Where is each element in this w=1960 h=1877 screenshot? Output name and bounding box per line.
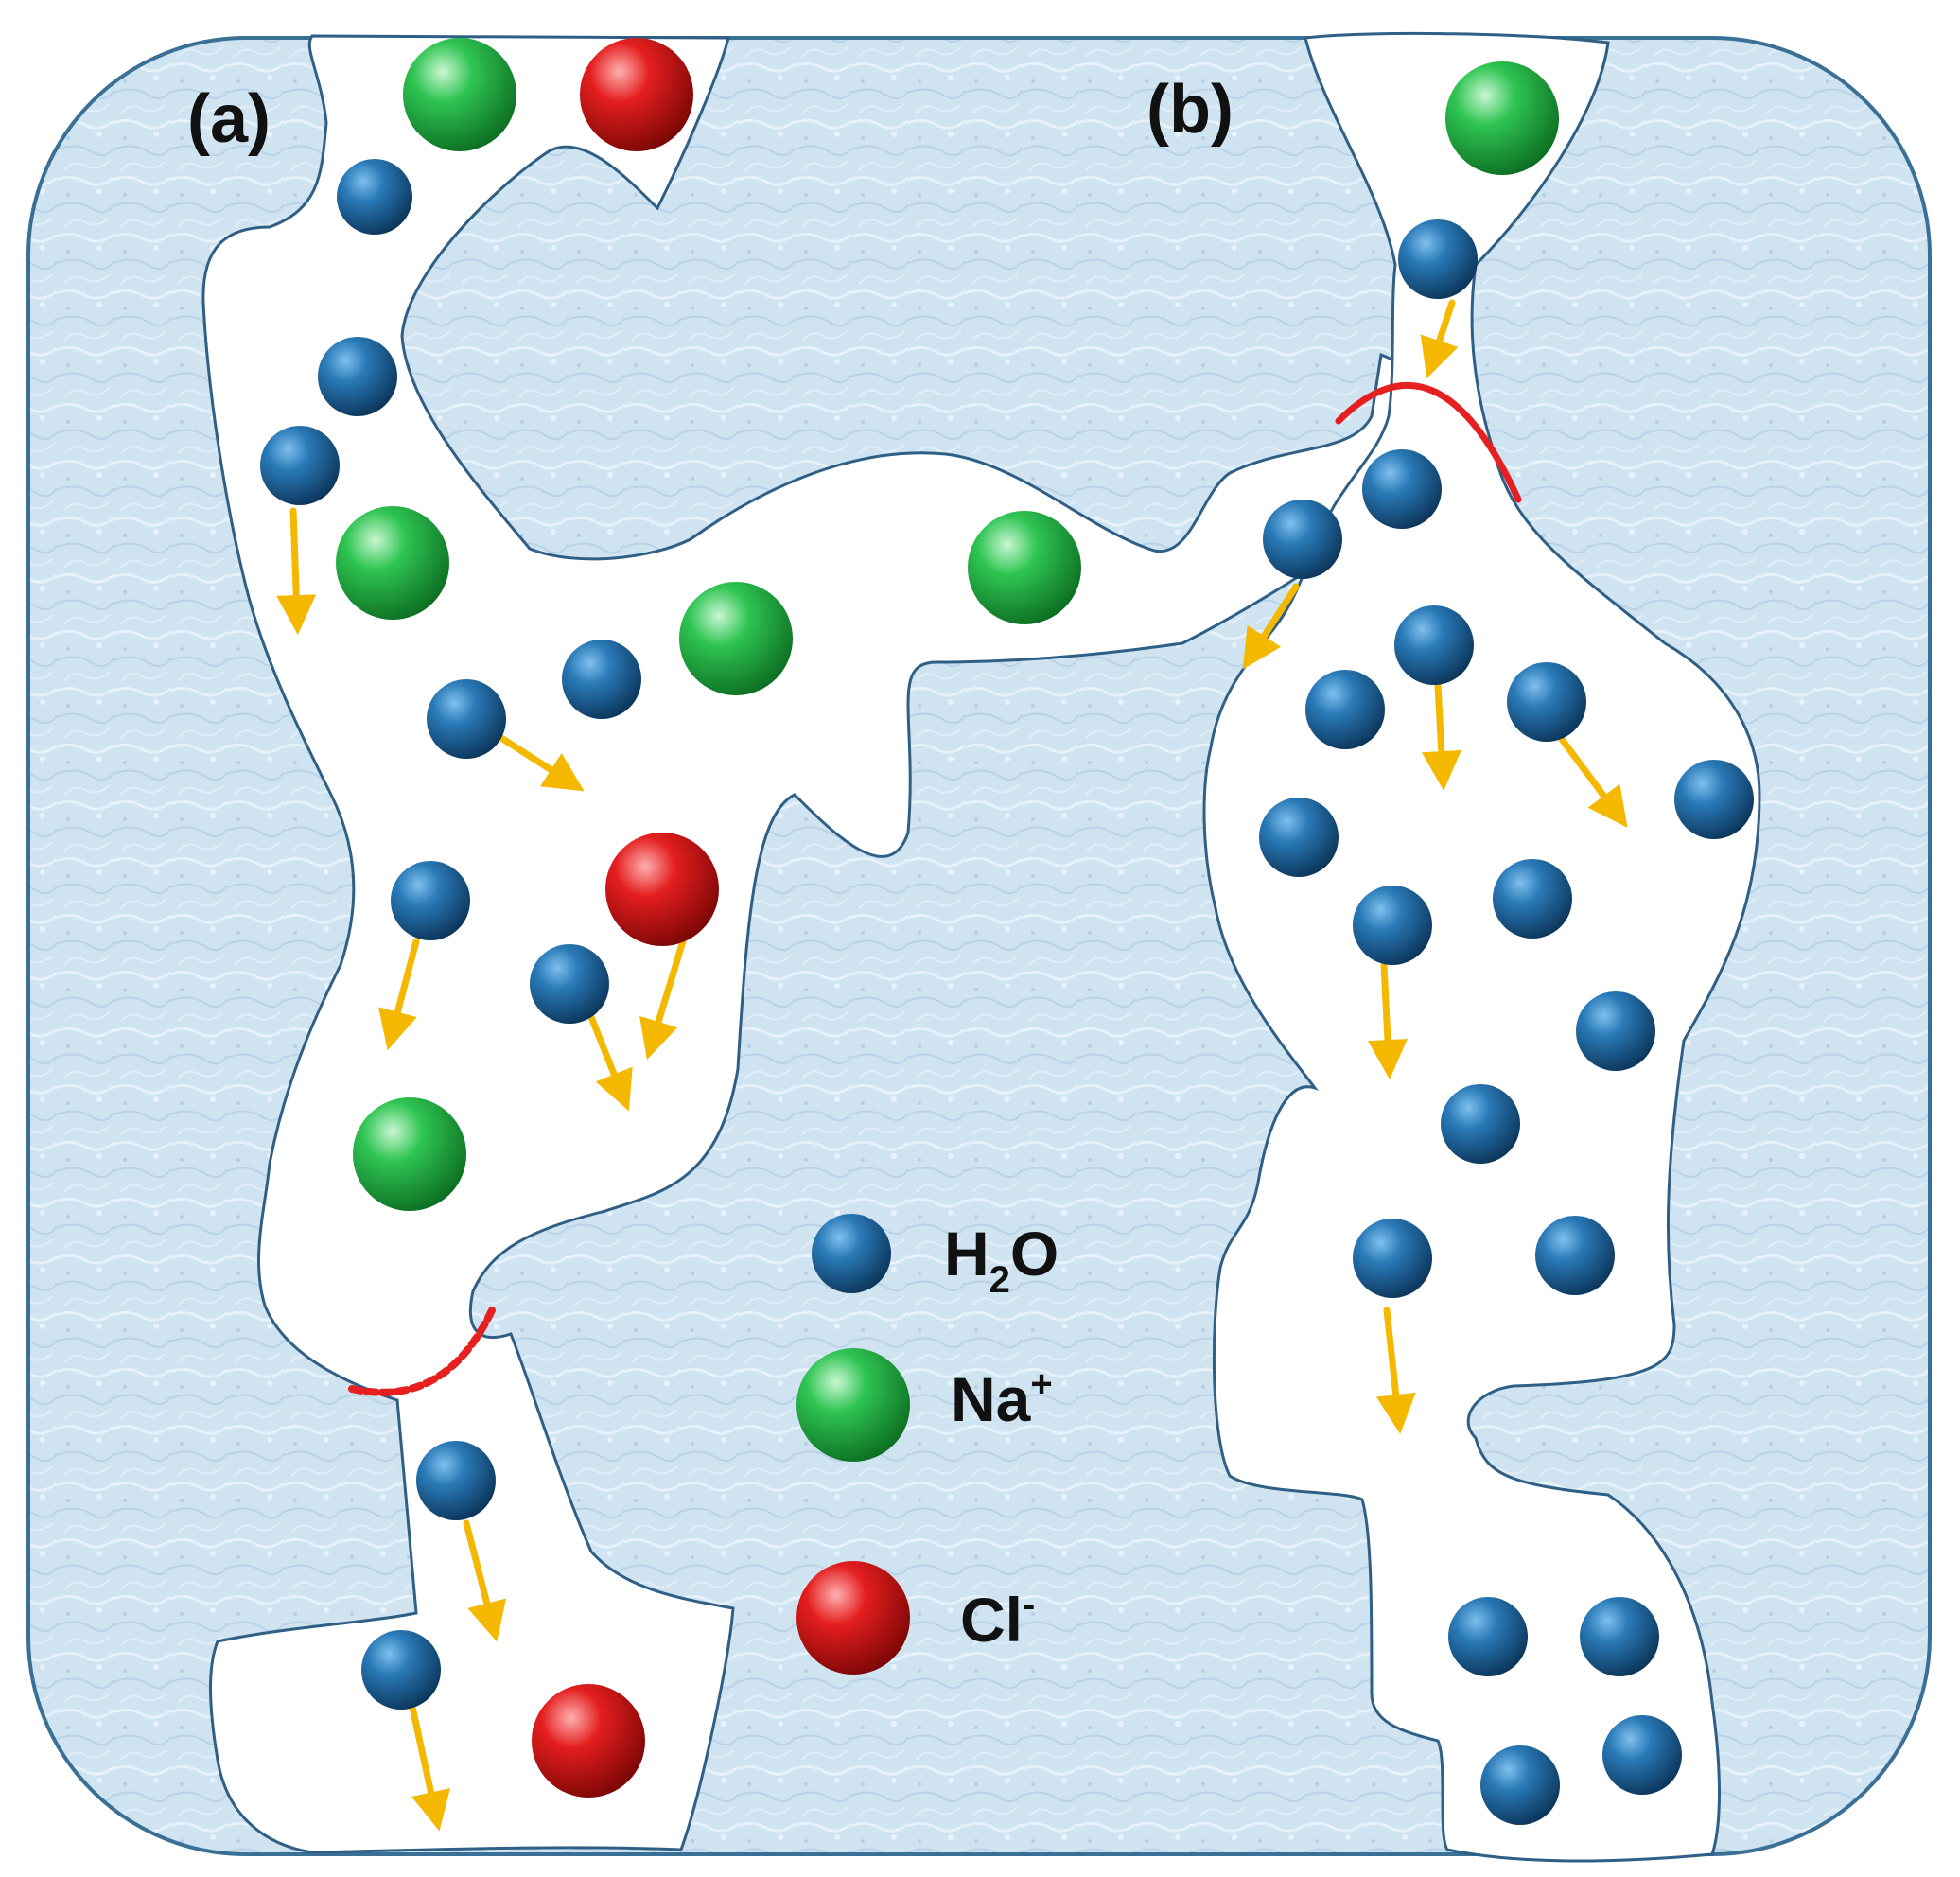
sodium-ion	[1445, 61, 1559, 175]
water-molecule	[1580, 1597, 1659, 1676]
water-molecule	[260, 426, 340, 505]
water-molecules	[260, 159, 1754, 1825]
water-molecule	[1602, 1715, 1682, 1795]
legend-water-swatch	[812, 1214, 891, 1293]
arrow-a3	[378, 938, 420, 1051]
water-molecule	[361, 1630, 441, 1710]
arrow-b2	[1242, 583, 1300, 670]
legend-water-label: H2O	[944, 1219, 1059, 1301]
flow-arrows	[276, 299, 1628, 1832]
pore-a	[201, 34, 1449, 1854]
water-molecule	[337, 159, 412, 235]
legend-sodium-base: Na	[951, 1364, 1032, 1434]
legend-chloride-base: Cl	[960, 1585, 1023, 1655]
water-molecule	[1576, 991, 1655, 1071]
water-molecule	[1674, 760, 1754, 839]
chloride-ions	[532, 38, 719, 1798]
sodium-ion	[336, 506, 449, 620]
legend-sodium-sup: +	[1030, 1363, 1052, 1405]
sodium-ion	[403, 38, 516, 151]
panel-label-b: (b)	[1146, 72, 1234, 148]
water-molecule	[1305, 670, 1385, 749]
water-molecule	[1353, 1219, 1432, 1298]
constriction-arc-b	[1335, 382, 1522, 503]
arrow-b6	[1375, 1307, 1416, 1434]
arrow-a2	[498, 734, 585, 792]
water-molecule	[1263, 500, 1342, 579]
pore-b	[1202, 31, 1761, 1863]
legend-water-sub: 2	[989, 1259, 1010, 1301]
arrow-b1	[1420, 299, 1459, 378]
water-molecule	[1259, 798, 1339, 877]
arrow-a7	[408, 1699, 451, 1832]
arrow-a1	[276, 507, 317, 635]
sodium-ions	[336, 38, 1559, 1211]
water-molecule	[318, 337, 397, 416]
water-molecule	[1535, 1216, 1615, 1295]
panel-label-a: (a)	[187, 81, 271, 157]
sodium-ion	[353, 1097, 466, 1211]
water-molecule	[1398, 219, 1478, 299]
arrow-b3	[1421, 682, 1461, 791]
chloride-ion	[580, 38, 693, 151]
water-molecule	[1493, 859, 1572, 938]
arrow-a5	[587, 1013, 633, 1112]
water-molecule	[1507, 662, 1586, 742]
legend-chloride-sup: -	[1023, 1584, 1035, 1625]
water-molecule	[1353, 886, 1432, 965]
sodium-ion	[679, 582, 793, 695]
constriction-arc-a	[348, 1307, 496, 1396]
legend-chloride-swatch	[796, 1561, 910, 1675]
chloride-ion	[532, 1684, 645, 1798]
arrow-a4	[639, 928, 690, 1061]
arrow-b4	[1557, 734, 1628, 828]
legend-sodium-label: Na+	[951, 1363, 1053, 1434]
water-molecule	[562, 640, 641, 719]
water-molecule	[1480, 1745, 1560, 1825]
chloride-ion	[605, 833, 719, 946]
water-molecule	[416, 1441, 496, 1520]
water-molecule	[427, 679, 506, 759]
water-molecule	[1394, 605, 1474, 685]
water-molecule	[530, 944, 609, 1024]
arrow-b5	[1367, 961, 1408, 1079]
water-molecule	[391, 861, 470, 940]
sodium-ion	[968, 511, 1081, 624]
legend-water-base: H	[944, 1219, 989, 1289]
legend-water-tail: O	[1010, 1219, 1059, 1289]
water-molecule	[1441, 1084, 1520, 1164]
water-molecule	[1448, 1597, 1528, 1676]
legend: H2O Na+ Cl-	[796, 1214, 1059, 1675]
legend-chloride-label: Cl-	[960, 1584, 1035, 1655]
legend-sodium-swatch	[796, 1348, 910, 1462]
arrow-a6	[463, 1519, 507, 1642]
water-molecule	[1362, 449, 1442, 529]
